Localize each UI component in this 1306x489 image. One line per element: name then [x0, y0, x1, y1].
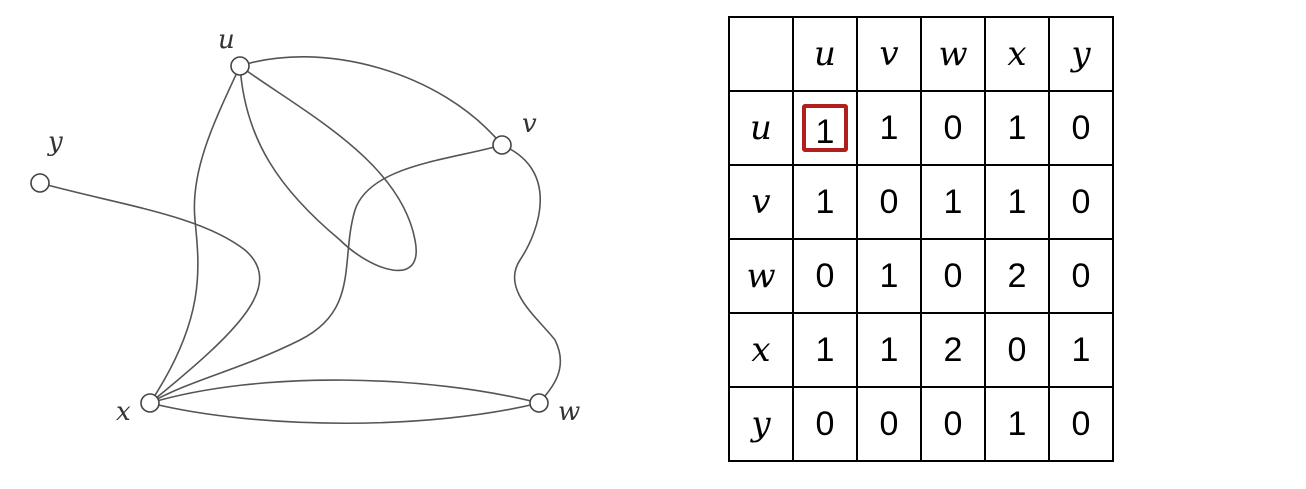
edge-u-u-loop	[239, 65, 417, 272]
vertex-x	[140, 393, 160, 413]
vertex-y	[30, 173, 50, 193]
matrix-cell-v-x: 1	[984, 164, 1050, 240]
col-header-x: x	[984, 16, 1050, 92]
vertex-u	[230, 56, 250, 76]
matrix-cell-v-u: 1	[792, 164, 858, 240]
col-header-u: u	[792, 16, 858, 92]
edge-w-x-2	[149, 402, 540, 425]
matrix-cell-u-w: 0	[920, 90, 986, 166]
matrix-corner-cell	[728, 16, 794, 92]
edge-v-w	[501, 144, 562, 404]
matrix-row-v: v 1 0 1 1 0	[728, 164, 1114, 240]
edge-u-v	[239, 56, 503, 146]
matrix-row-u: u 1 1 0 1 0	[728, 90, 1114, 166]
vertex-w	[529, 393, 549, 413]
matrix-cell-u-y: 0	[1048, 90, 1114, 166]
col-header-v: v	[856, 16, 922, 92]
matrix-row-w: w 0 1 0 2 0	[728, 238, 1114, 314]
edge-u-x	[149, 65, 241, 404]
row-header-y: y	[728, 386, 794, 462]
matrix-header-row: u v w x y	[728, 16, 1114, 92]
matrix-cell-u-x: 1	[984, 90, 1050, 166]
col-header-w: w	[920, 16, 986, 92]
matrix-cell-x-v: 1	[856, 312, 922, 388]
vertex-label-w: w	[558, 397, 580, 427]
row-header-w: w	[728, 238, 794, 314]
row-header-u: u	[728, 90, 794, 166]
vertex-label-v: v	[522, 109, 537, 139]
vertex-label-u: u	[218, 25, 235, 55]
matrix-cell-x-u: 1	[792, 312, 858, 388]
matrix-cell-y-u: 0	[792, 386, 858, 462]
vertex-v	[492, 135, 512, 155]
matrix-cell-v-v: 0	[856, 164, 922, 240]
matrix-cell-x-y: 1	[1048, 312, 1114, 388]
matrix-cell-y-w: 0	[920, 386, 986, 462]
graph-diagram: u v w x y	[30, 25, 580, 427]
matrix-cell-y-v: 0	[856, 386, 922, 462]
matrix-cell-w-y: 0	[1048, 238, 1114, 314]
matrix-cell-u-v: 1	[856, 90, 922, 166]
vertex-label-y: y	[47, 127, 63, 157]
matrix-cell-v-w: 1	[920, 164, 986, 240]
row-header-x: x	[728, 312, 794, 388]
edge-w-x-1	[149, 379, 540, 404]
matrix-cell-w-u: 0	[792, 238, 858, 314]
col-header-y: y	[1048, 16, 1114, 92]
matrix-cell-y-x: 1	[984, 386, 1050, 462]
matrix-cell-x-x: 0	[984, 312, 1050, 388]
matrix-cell-u-u: 1	[792, 90, 858, 166]
matrix-cell-w-x: 2	[984, 238, 1050, 314]
matrix-cell-w-w: 0	[920, 238, 986, 314]
matrix-row-x: x 1 1 2 0 1	[728, 312, 1114, 388]
vertex-label-x: x	[116, 397, 131, 427]
highlighted-cell-value: 1	[802, 104, 848, 152]
matrix-cell-v-y: 0	[1048, 164, 1114, 240]
graph-canvas: u v w x y	[30, 25, 580, 427]
adjacency-matrix: u v w x y u 1 1 0 1 0 v 1 0 1 1 0 w 0 1 …	[728, 16, 1114, 462]
matrix-cell-x-w: 2	[920, 312, 986, 388]
edge-x-y	[39, 182, 261, 404]
edge-v-x	[149, 144, 503, 404]
matrix-cell-y-y: 0	[1048, 386, 1114, 462]
matrix-row-y: y 0 0 0 1 0	[728, 386, 1114, 462]
row-header-v: v	[728, 164, 794, 240]
matrix-cell-w-v: 1	[856, 238, 922, 314]
